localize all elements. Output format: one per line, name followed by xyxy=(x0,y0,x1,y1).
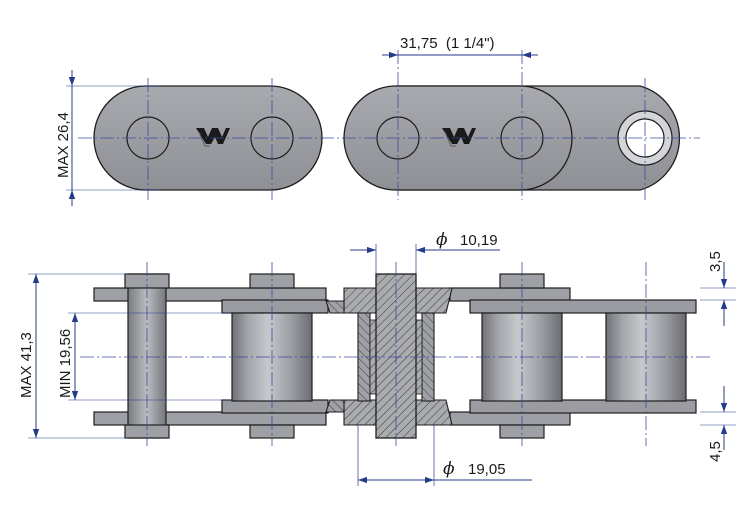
roller-diameter-label: 19,05 xyxy=(468,461,506,478)
centerlines-side xyxy=(80,262,710,446)
section-view xyxy=(325,273,453,439)
roller-diameter-dimension: ϕ 19,05 xyxy=(357,425,532,486)
min-inner-width-dimension xyxy=(68,312,232,401)
plate-height-dimension xyxy=(66,70,160,206)
plate-thickness-bottom-label: 4,5 xyxy=(707,441,724,462)
min-inner-width-label: MIN 19,56 xyxy=(57,329,74,398)
pitch-dimension: 31,75 (1 1/4") xyxy=(382,35,538,59)
diameter-symbol: ϕ xyxy=(443,459,455,479)
centerlines-top xyxy=(78,50,700,200)
logo-mark xyxy=(196,128,230,147)
plate-thickness-top-label: 3,5 xyxy=(707,251,724,272)
pin-diameter-dimension: ϕ 10,19 xyxy=(350,230,500,274)
diameter-symbol: ϕ xyxy=(436,230,448,250)
logo-mark xyxy=(442,128,476,147)
pitch-label: 31,75 (1 1/4") xyxy=(400,35,495,52)
plate-height-label: MAX 26,4 xyxy=(55,112,72,178)
plate-thickness-bottom-dimension xyxy=(700,386,736,450)
top-view: 31,75 (1 1/4") MAX 26,4 xyxy=(55,35,700,206)
inner-plates xyxy=(221,299,697,414)
side-view: ϕ 10,19 ϕ 19,05 MAX 41,3 MIN 19,56 xyxy=(18,230,736,486)
pin-diameter-label: 10,19 xyxy=(460,232,498,249)
max-width-label: MAX 41,3 xyxy=(18,332,35,398)
plate-thickness-top-dimension xyxy=(700,262,736,326)
max-width-dimension xyxy=(28,273,128,439)
